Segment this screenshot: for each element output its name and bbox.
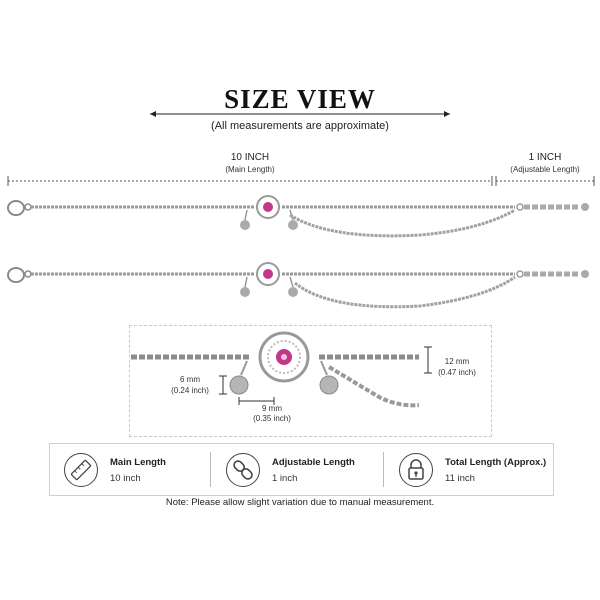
adjustable-length-label: 1 INCH — [528, 152, 562, 163]
legend-item-total-length: Total Length (Approx.) 11 inch — [395, 444, 550, 495]
bell-height-mm: 6 mm — [180, 375, 200, 384]
legend-value: 11 inch — [445, 473, 475, 484]
ruler-icon — [64, 453, 98, 487]
page-subtitle: (All measurements are approximate) — [211, 120, 389, 132]
bracelet-image-1 — [7, 195, 589, 238]
bracelet-image-2 — [7, 262, 589, 309]
disc-diameter-inch: (0.47 inch) — [438, 368, 476, 377]
legend-title: Main Length — [110, 457, 166, 468]
length-dimension-lines — [7, 176, 595, 186]
main-length-label: 10 INCH — [230, 152, 270, 163]
measurement-note: Note: Please allow slight variation due … — [165, 497, 435, 508]
page-title: SIZE VIEW — [224, 84, 376, 114]
legend-item-adjustable-length: Adjustable Length 1 inch — [222, 444, 382, 495]
bell-height-inch: (0.24 inch) — [171, 386, 209, 395]
legend-item-main-length: Main Length 10 inch — [60, 444, 210, 495]
adjustable-length-sublabel: (Adjustable Length) — [510, 165, 580, 174]
disc-diameter-mm: 12 mm — [444, 357, 470, 366]
bell-width-inch: (0.35 inch) — [253, 414, 291, 423]
legend-divider — [383, 452, 384, 487]
legend-divider — [210, 452, 211, 487]
legend-title: Adjustable Length — [272, 457, 355, 468]
size-legend-box: Main Length 10 inch Adjustable Length 1 … — [49, 443, 554, 496]
legend-value: 10 inch — [110, 473, 141, 484]
detail-closeup-image — [131, 331, 432, 408]
chain-link-icon — [226, 453, 260, 487]
lock-icon — [399, 453, 433, 487]
detail-closeup-box — [129, 325, 492, 437]
legend-value: 1 inch — [272, 473, 298, 484]
bell-width-mm: 9 mm — [262, 404, 282, 413]
legend-title: Total Length (Approx.) — [445, 457, 547, 468]
main-length-sublabel: (Main Length) — [225, 165, 275, 174]
title-underline-decoration — [150, 111, 450, 117]
